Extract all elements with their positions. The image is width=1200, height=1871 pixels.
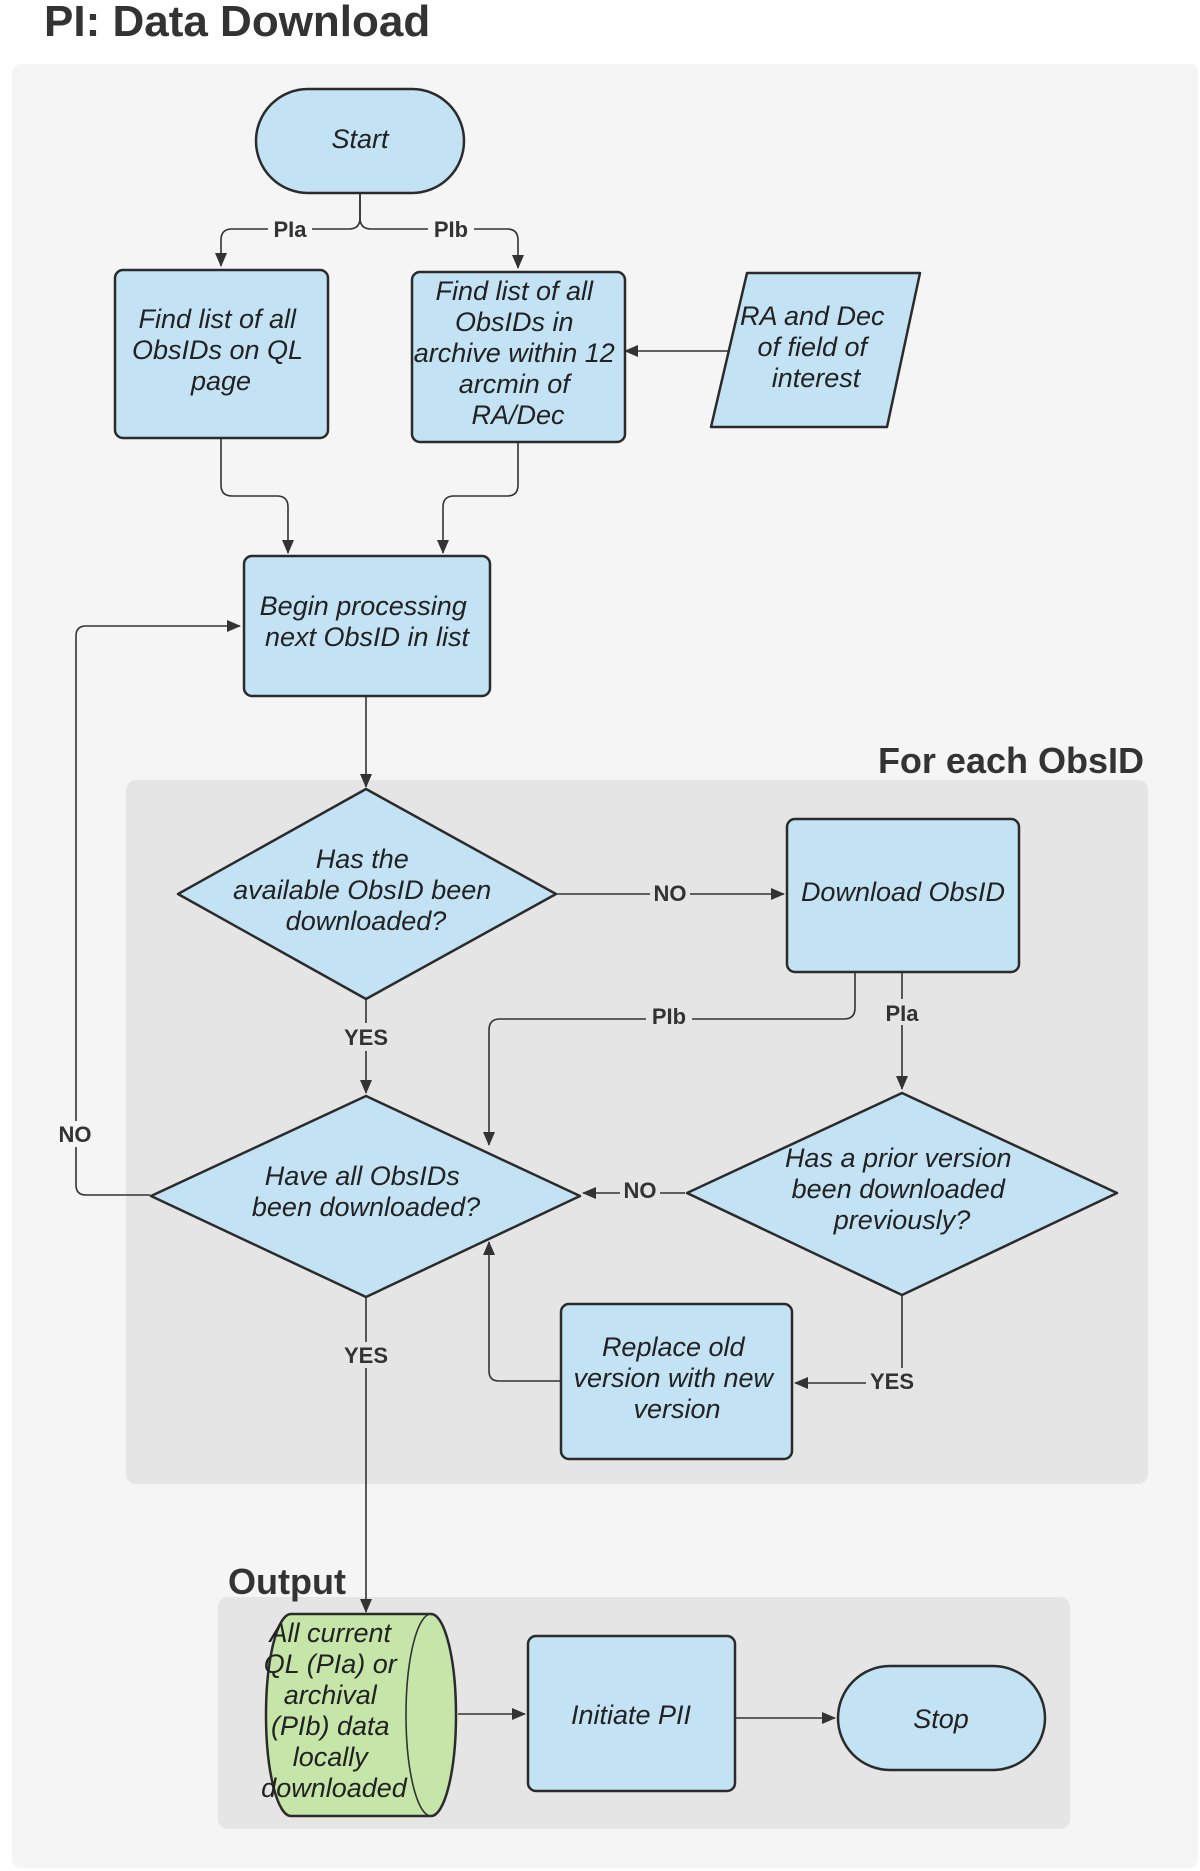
stop-terminator	[836, 1664, 1047, 1772]
begin-process	[242, 554, 492, 698]
edge-label-prior-no: NO	[624, 1178, 657, 1203]
data-store-label: All current QL (PIa) or archival (PIb) d…	[261, 1618, 408, 1803]
edge-label-download-pib: PIb	[652, 1004, 686, 1029]
connector-all-downloaded-no-loop	[75, 620, 241, 1196]
all-downloaded-label: Have all ObsIDs been downloaded?	[252, 1161, 480, 1222]
prior-version-decision	[685, 1091, 1119, 1297]
find-archive-label: Find list of all ObsIDs in archive withi…	[414, 276, 623, 430]
edge-label-start-pib: PIb	[434, 217, 468, 242]
page-title: PI: Data Download	[44, 0, 430, 46]
initiate-label: Initiate PII	[571, 1700, 692, 1730]
connector-find-ql-to-begin	[220, 438, 294, 554]
ra-dec-input	[709, 271, 922, 429]
data-store-front-edge	[405, 1613, 432, 1817]
ra-dec-label: RA and Dec of field of interest	[740, 301, 892, 393]
edge-label-start-pia: PIa	[273, 217, 307, 242]
start-label: Start	[331, 124, 390, 154]
download-process	[785, 817, 1021, 974]
replace-label: Replace old version with new version	[573, 1332, 780, 1424]
all-downloaded-decision	[149, 1094, 582, 1299]
connector-replace-to-all-downloaded	[483, 1241, 560, 1382]
edge-label-all-downloaded-no: NO	[59, 1122, 92, 1147]
edge-label-has-downloaded-yes: YES	[344, 1025, 388, 1050]
connector-find-archive-to-begin	[437, 442, 519, 554]
replace-process	[559, 1302, 794, 1461]
has-downloaded-label: Has the available ObsID been downloaded?	[233, 844, 499, 936]
for-each-obsid-group-title: For each ObsID	[878, 740, 1144, 781]
edge-label-has-downloaded-no: NO	[654, 881, 687, 906]
edge-label-prior-yes: YES	[870, 1369, 914, 1394]
find-ql-label: Find list of all ObsIDs on QL page	[132, 304, 310, 396]
find-archive-process	[410, 270, 627, 444]
find-ql-process	[113, 268, 330, 440]
has-downloaded-decision	[176, 787, 558, 1001]
initiate-process	[526, 1634, 737, 1793]
prior-version-label: Has a prior version been downloaded prev…	[785, 1143, 1019, 1235]
node-labels: Start Find list of all ObsIDs on QL page…	[132, 124, 1019, 1803]
begin-label: Begin processing next ObsID in list	[260, 591, 475, 652]
edge-labels: PIa PIb NO YES PIb PIa NO YES NO YES	[54, 216, 924, 1394]
start-terminator	[254, 87, 466, 195]
download-label: Download ObsID	[801, 877, 1005, 907]
output-group-title: Output	[228, 1561, 346, 1602]
edge-label-download-pia: PIa	[885, 1001, 919, 1026]
stop-label: Stop	[913, 1704, 969, 1734]
edge-label-all-downloaded-yes: YES	[344, 1343, 388, 1368]
node-shapes	[113, 87, 1119, 1818]
